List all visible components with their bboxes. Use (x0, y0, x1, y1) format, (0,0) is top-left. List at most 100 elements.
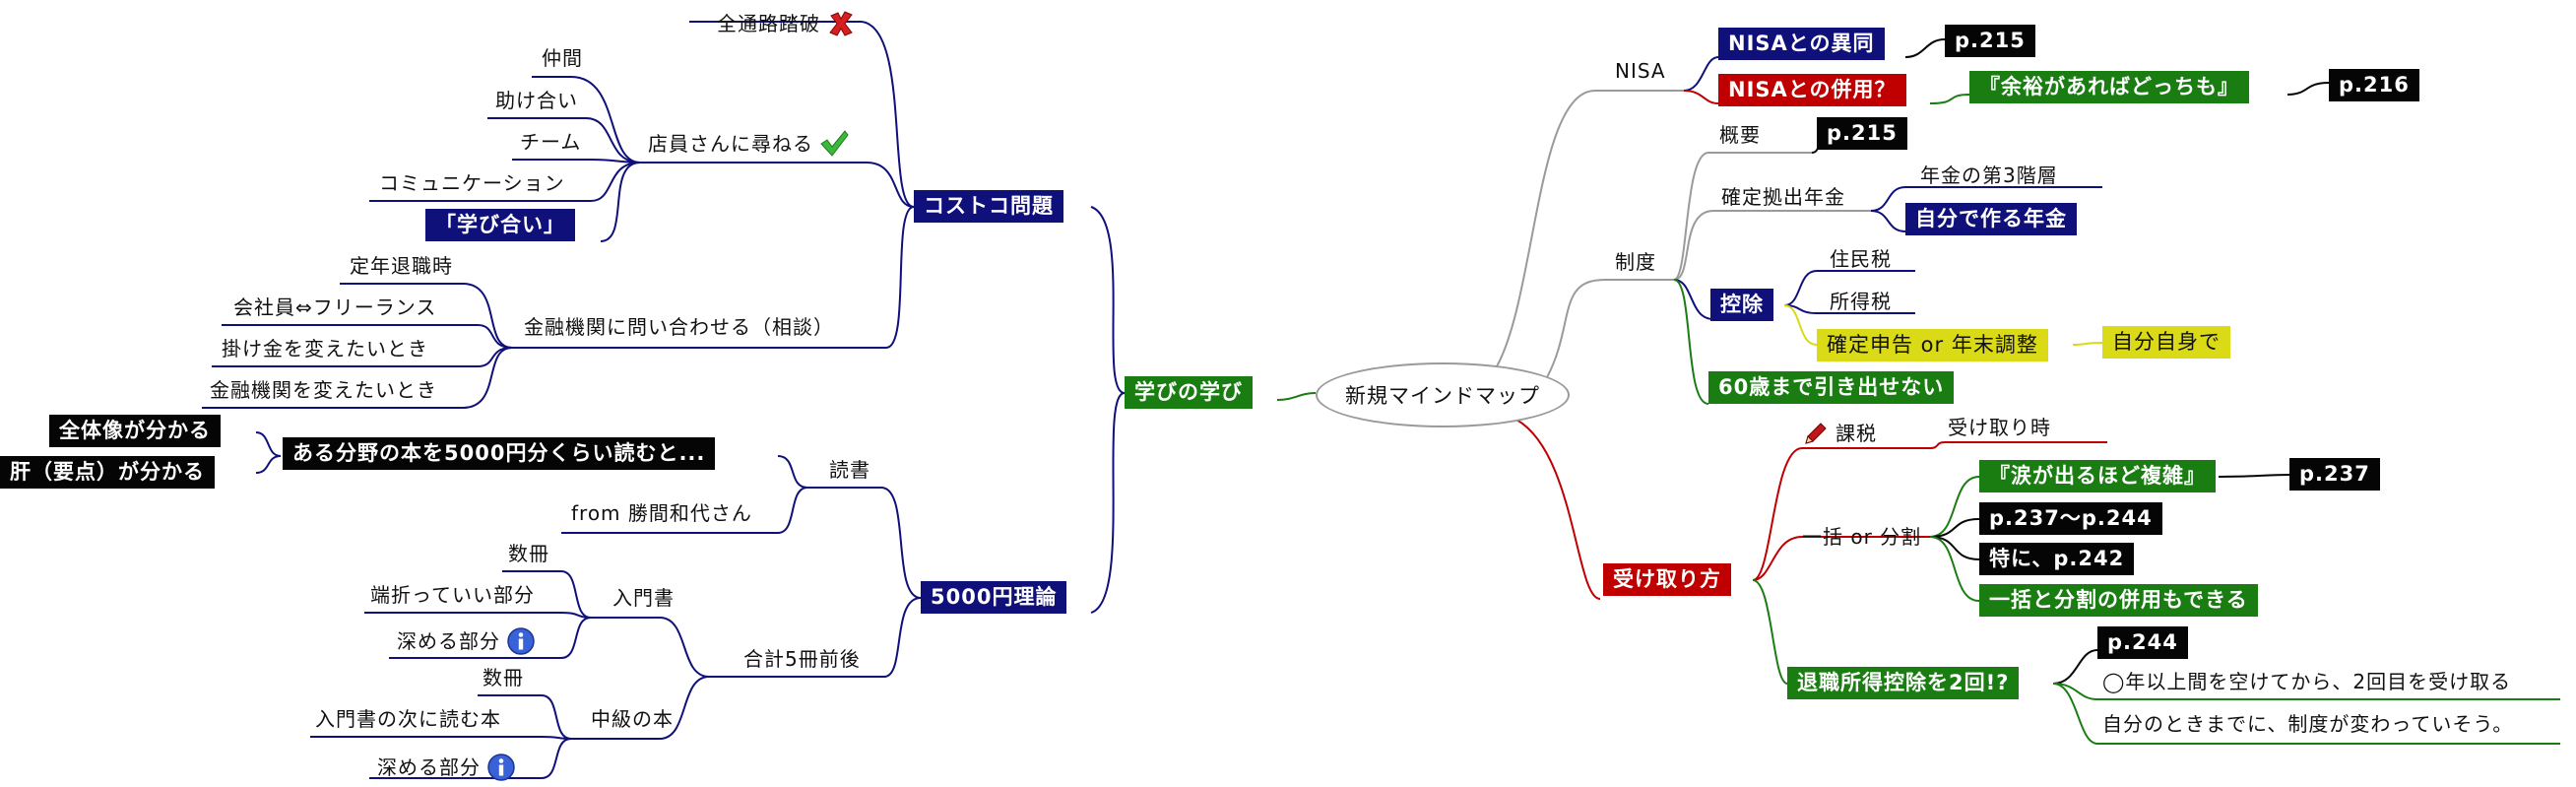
node-manabiai[interactable]: 「学び合い」 (425, 209, 575, 241)
connector (885, 206, 915, 349)
connector (1752, 579, 1788, 685)
connector (541, 694, 572, 740)
connector (1783, 270, 1818, 306)
connector (1673, 152, 1709, 281)
tenin-child[interactable]: チーム (520, 130, 582, 154)
connector (462, 347, 513, 409)
node-kinyu[interactable]: 金融機関に問い合わせる（相談） (524, 315, 834, 339)
kinyu-child[interactable]: 会社員⇔フリーランス (233, 295, 437, 319)
connector (1752, 447, 1803, 581)
connector (1545, 279, 1606, 380)
node-shinkoku[interactable]: 確定申告 or 年末調整 (1817, 329, 2048, 361)
page-ref[interactable]: p.215 (1817, 117, 1907, 150)
node-manabi[interactable]: 学びの学び (1125, 376, 1253, 409)
connector (2072, 342, 2103, 346)
node-sai60[interactable]: 60歳まで引き出せない (1708, 371, 1955, 404)
node-chukyu[interactable]: 中級の本 (591, 707, 674, 731)
page-ref[interactable]: p.244 (2097, 626, 2188, 659)
connector (1683, 90, 1719, 104)
tenin-child[interactable]: 助け合い (495, 89, 578, 112)
node-seido[interactable]: 制度 (1615, 250, 1656, 274)
node-nisa-heiyo[interactable]: NISAとの併用？ (1718, 74, 1906, 106)
connector (1090, 206, 1126, 394)
connector (1929, 94, 1970, 104)
connector (1496, 90, 1596, 367)
connector (1929, 476, 1980, 538)
node-shotoku[interactable]: 所得税 (1830, 290, 1892, 313)
node-theory[interactable]: 5000円理論 (921, 581, 1067, 614)
connector (2052, 683, 2098, 745)
node-uketorizi[interactable]: 受け取り時 (1948, 416, 2051, 439)
node-uketori[interactable]: 受け取り方 (1603, 563, 1731, 596)
connector (560, 617, 592, 659)
nyumon-child-fukameru[interactable]: 深める部分 (397, 626, 536, 659)
node-kazei[interactable]: 課税 (1802, 420, 1877, 450)
node-heiyo-dekiru[interactable]: 一括と分割の併用もできる (1979, 584, 2258, 617)
connector (600, 162, 641, 242)
root-node[interactable]: 新規マインドマップ (1316, 362, 1570, 427)
connector (2286, 82, 2330, 96)
node-zentaizo[interactable]: 全体像が分かる (49, 415, 221, 447)
connector (1090, 392, 1126, 614)
kinyu-child[interactable]: 金融機関を変えたいとき (210, 378, 437, 402)
tenin-child[interactable]: 仲間 (542, 46, 583, 70)
node-zentsuro[interactable]: 全通路踏破 (717, 9, 856, 41)
connector (777, 487, 808, 534)
node-yoyu[interactable]: 『余裕があればどっちも』 (1969, 71, 2249, 103)
connector (1673, 210, 1714, 281)
chukyu-child-label: 深める部分 (377, 755, 481, 779)
nyumon-child[interactable]: 数冊 (508, 542, 549, 565)
node-ikkatsu[interactable]: 一括 or 分割 (1802, 525, 1922, 549)
node-nisa[interactable]: NISA (1615, 59, 1666, 83)
node-zentsuro-label: 全通路踏破 (717, 12, 820, 35)
node-kojo[interactable]: 控除 (1710, 289, 1773, 321)
node-jibun[interactable]: 自分で作る年金 (1905, 203, 2077, 235)
connector (1929, 536, 1980, 602)
node-gokei[interactable]: 合計5冊前後 (743, 647, 861, 671)
tenin-child[interactable]: コミュニケーション (379, 171, 565, 195)
node-aru[interactable]: ある分野の本を5000円分くらい読むと... (283, 437, 716, 470)
connector (1929, 518, 1980, 538)
node-kimo[interactable]: 肝（要点）が分かる (0, 456, 215, 489)
connector (659, 676, 710, 740)
nyumon-child[interactable]: 端折っていい部分 (370, 583, 535, 607)
node-tenin-label: 店員さんに尋ねる (648, 132, 813, 156)
node-from[interactable]: from 勝間和代さん (571, 501, 752, 525)
node-kakutei[interactable]: 確定拠出年金 (1721, 185, 1845, 209)
node-jibunjishin[interactable]: 自分自身で (2102, 326, 2230, 359)
connector (883, 597, 922, 678)
kinyu-child[interactable]: 定年退職時 (350, 254, 453, 278)
node-costco[interactable]: コストコ問題 (914, 190, 1063, 223)
node-nyumon[interactable]: 入門書 (612, 586, 675, 610)
kinyu-child[interactable]: 掛け金を変えたいとき (222, 337, 428, 361)
connector (570, 76, 641, 164)
chukyu-child[interactable]: 入門書の次に読む本 (315, 707, 501, 731)
node-dokusho[interactable]: 読書 (829, 458, 870, 482)
nyumon-child-label: 深める部分 (397, 629, 500, 653)
node-nisa-ido[interactable]: NISAとの異同 (1718, 28, 1885, 60)
connector (477, 324, 513, 349)
page-ref[interactable]: p.215 (1945, 25, 2035, 57)
node-tokuni[interactable]: 特に、p.242 (1979, 543, 2135, 575)
node-gaiyo[interactable]: 概要 (1719, 123, 1761, 147)
node-dai3[interactable]: 年金の第3階層 (1920, 164, 2058, 187)
node-namida[interactable]: 『涙が出るほど複雑』 (1979, 460, 2216, 492)
node-nen[interactable]: ◯年以上間を空けてから、2回目を受け取る (2102, 670, 2512, 693)
chukyu-child-fukameru[interactable]: 深める部分 (377, 753, 516, 785)
connector (560, 612, 592, 619)
root-label: 新規マインドマップ (1345, 384, 1540, 408)
checkmark-icon (819, 130, 849, 161)
page-ref[interactable]: p.237〜p.244 (1979, 502, 2162, 535)
node-taishoku[interactable]: 退職所得控除を2回!? (1787, 667, 2020, 699)
node-tenin[interactable]: 店員さんに尋ねる (648, 130, 849, 161)
page-ref[interactable]: p.237 (2289, 458, 2380, 491)
node-jibun-toki[interactable]: 自分のときまでに、制度が変わっていそう。 (2102, 712, 2514, 736)
connector (590, 162, 641, 202)
node-jumin[interactable]: 住民税 (1830, 247, 1892, 271)
chukyu-child[interactable]: 数冊 (483, 666, 524, 689)
node-kazei-label: 課税 (1835, 422, 1877, 445)
page-ref[interactable]: p.216 (2329, 69, 2419, 101)
connector (255, 431, 282, 457)
connector (1870, 210, 1906, 232)
